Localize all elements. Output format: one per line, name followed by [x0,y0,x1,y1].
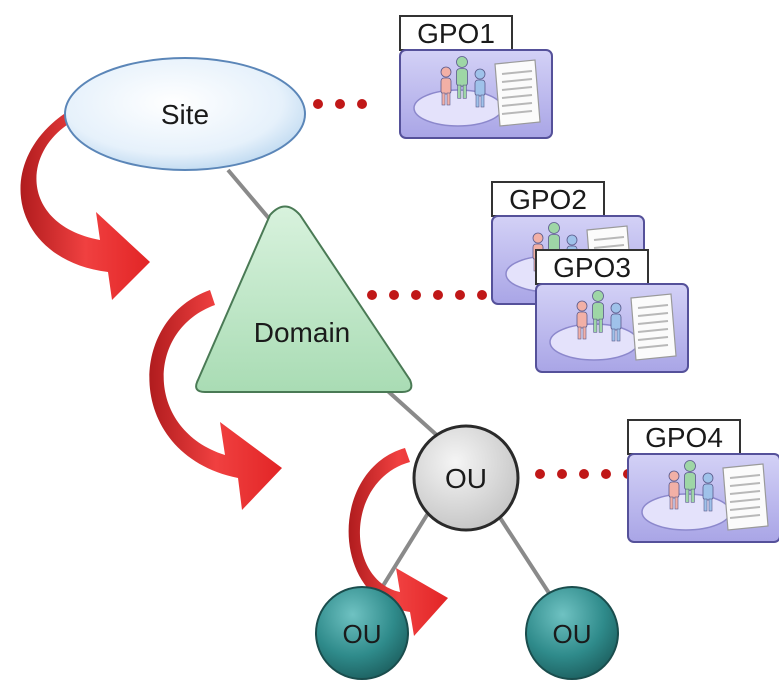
domain-label: Domain [254,317,350,348]
gpo1-label: GPO1 [417,18,495,49]
ou-node-child-right: OU [525,586,619,680]
site-node: Site [64,57,306,171]
ou-parent-label: OU [445,463,487,494]
ou-node-child-left: OU [315,586,409,680]
gpo-links [313,99,633,479]
gpo2-label: GPO2 [509,184,587,215]
users-document-icon [413,56,541,127]
flow-arrow-domain-ou [149,290,282,510]
gpo3-card: GPO3 [535,249,689,373]
connector-site-domain [226,168,274,224]
ou-node-parent: OU [412,424,520,532]
site-label: Site [161,99,209,130]
gpo4-link [535,469,633,479]
domain-node: Domain [195,205,413,393]
gpo4-card: GPO4 [627,419,779,543]
flow-arrow-site-domain [20,110,150,300]
gpo1-link [313,99,367,109]
gpo1-card: GPO1 [399,15,553,139]
users-document-icon [549,290,677,361]
gpo3-label: GPO3 [553,252,631,283]
users-document-icon [641,460,769,531]
ou-child-right-label: OU [553,619,592,649]
gpo4-label: GPO4 [645,422,723,453]
gpo2-3-link [367,290,487,300]
ou-child-left-label: OU [343,619,382,649]
